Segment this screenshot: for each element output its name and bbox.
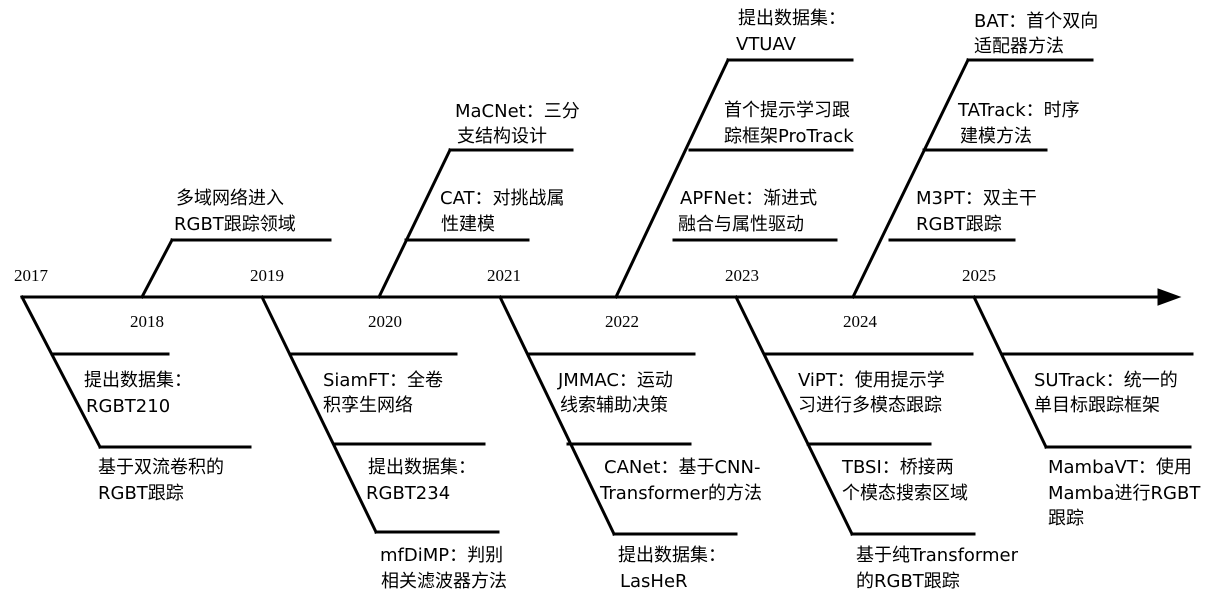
event-label: RGBT跟踪 (98, 483, 184, 504)
event-label: TATrack：时序 (957, 100, 1080, 121)
event-label: APFNet：渐进式 (680, 188, 817, 209)
event-label: 建模方法 (960, 126, 1032, 147)
event-label: 提出数据集： (618, 545, 726, 566)
year-label: 2020 (368, 312, 402, 331)
branch-2020: MaCNet：三分 支结构设计 CAT：对挑战属 性建模 (376, 101, 580, 300)
event-label: 单目标跟踪框架 (1034, 395, 1160, 416)
timeline-axis (20, 288, 1182, 306)
branch-2017: 提出数据集： RGBT210 基于双流卷积的 RGBT跟踪 (19, 294, 252, 504)
event-label: M3PT：双主干 (916, 188, 1037, 209)
event-label: RGBT210 (86, 396, 170, 417)
event-label: 性建模 (441, 214, 495, 235)
year-labels: 2017 2018 2019 2020 2021 2022 2023 2024 … (14, 266, 996, 331)
event-label: ViPT：使用提示学 (798, 370, 945, 391)
year-label: 2021 (487, 266, 521, 285)
year-label: 2022 (605, 312, 639, 331)
event-label: 的RGBT跟踪 (856, 571, 960, 592)
branch-2024: BAT：首个双向 适配器方法 TATrack：时序 建模方法 M3PT：双主干 … (850, 11, 1098, 300)
branch-2023: ViPT：使用提示学 习进行多模态跟踪 TBSI：桥接两 个模态搜索区域 基于纯… (733, 294, 1019, 592)
event-label: 相关滤波器方法 (381, 571, 507, 592)
event-label: 支结构设计 (457, 126, 547, 147)
axis-arrow-icon (1157, 288, 1182, 306)
event-label: 习进行多模态跟踪 (798, 395, 942, 416)
event-label: VTUAV (736, 34, 797, 55)
event-label: MambaVT：使用 (1048, 457, 1192, 478)
event-label: 首个提示学习跟 (724, 100, 850, 121)
event-label: 线索辅助决策 (560, 395, 668, 416)
event-label: TBSI：桥接两 (841, 457, 954, 478)
event-label: JMMAC：运动 (557, 370, 673, 391)
branch-2019: SiamFT：全卷 积孪生网络 提出数据集： RGBT234 mfDiMP：判别… (259, 294, 507, 592)
event-label: 积孪生网络 (323, 395, 413, 416)
year-label: 2018 (130, 312, 164, 331)
event-label: Transformer的方法 (599, 483, 762, 504)
year-label: 2024 (843, 312, 878, 331)
event-label: mfDiMP：判别 (380, 545, 503, 566)
year-label: 2017 (14, 266, 49, 285)
branch-2018: 多域网络进入 RGBT跟踪领域 (139, 188, 332, 300)
event-label: MaCNet：三分 (455, 101, 580, 122)
event-label: RGBT234 (366, 483, 450, 504)
event-label: RGBT跟踪领域 (174, 214, 296, 235)
event-label: 提出数据集： (738, 8, 846, 29)
event-label: 融合与属性驱动 (678, 214, 804, 235)
event-label: BAT：首个双向 (974, 11, 1098, 32)
year-label: 2019 (250, 266, 284, 285)
event-label: 个模态搜索区域 (842, 483, 968, 504)
branch-2025: SUTrack：统一的 单目标跟踪框架 MambaVT：使用 Mamba进行RG… (971, 294, 1201, 529)
event-label: 适配器方法 (974, 36, 1064, 57)
event-label: 基于纯Transformer (856, 545, 1019, 566)
event-label: RGBT跟踪 (916, 214, 1002, 235)
event-label: CAT：对挑战属 (440, 188, 564, 209)
year-label: 2025 (962, 266, 996, 285)
branch-2021: JMMAC：运动 线索辅助决策 CANet：基于CNN- Transformer… (497, 294, 762, 592)
event-label: SUTrack：统一的 (1034, 370, 1178, 391)
event-label: Mamba进行RGBT (1048, 483, 1201, 504)
branch-2022: 提出数据集： VTUAV 首个提示学习跟 踪框架ProTrack APFNet：… (614, 8, 854, 299)
event-label: 提出数据集： (84, 370, 192, 391)
event-label: 踪框架ProTrack (724, 126, 854, 147)
event-label: 提出数据集： (368, 457, 476, 478)
year-label: 2023 (725, 266, 759, 285)
event-label: 跟踪 (1048, 508, 1084, 529)
event-label: LasHeR (620, 571, 688, 592)
event-label: CANet：基于CNN- (604, 457, 760, 478)
event-label: 基于双流卷积的 (98, 457, 224, 478)
event-label: 多域网络进入 (176, 188, 284, 209)
event-label: SiamFT：全卷 (323, 370, 443, 391)
